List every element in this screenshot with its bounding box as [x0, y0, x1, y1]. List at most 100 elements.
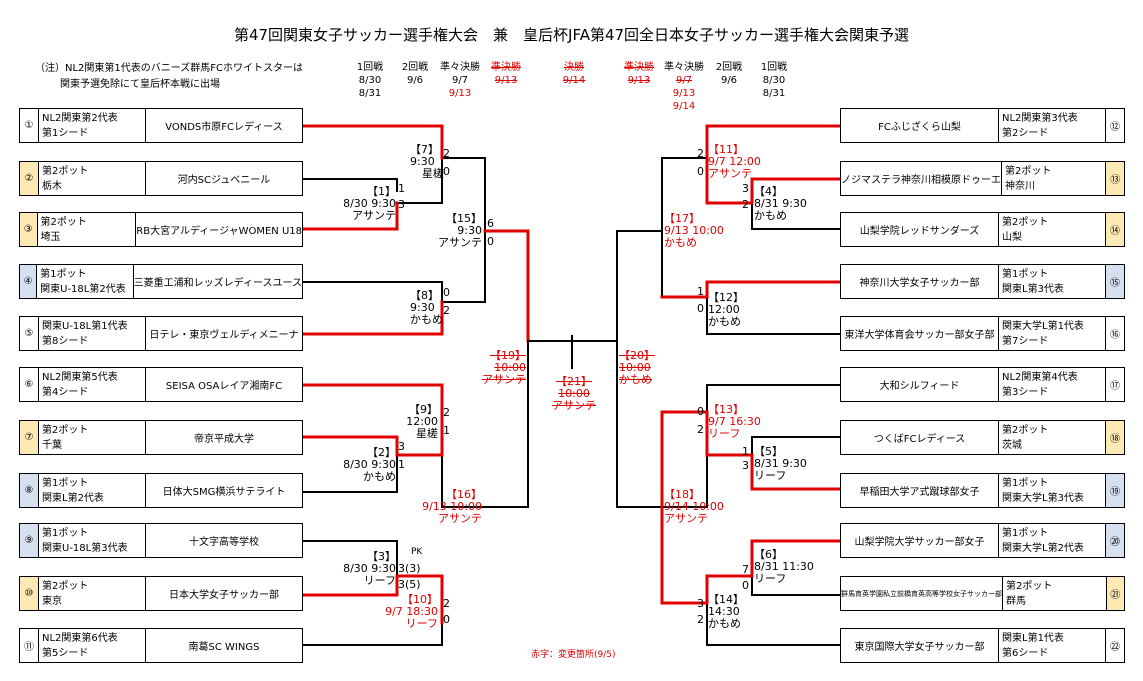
bracket-lines-red	[301, 124, 530, 625]
team-name: 日体大SMG横浜サテライト	[162, 487, 286, 498]
team-qualification: 第2ポット埼玉	[38, 213, 137, 246]
team-name: 日テレ・東京ヴェルディメニーナ	[149, 330, 299, 341]
score: 2	[443, 304, 450, 317]
team-name: 早稲田大学ア式蹴球部女子	[841, 474, 999, 507]
score: 0	[742, 579, 749, 592]
team-qualification: 関東大学L第1代表第7シード	[999, 317, 1106, 350]
team-name: 神奈川大学女子サッカー部	[841, 265, 999, 298]
team-name: SEISA OSAレイア湘南FC	[165, 381, 283, 392]
team-seed-number: ①	[20, 109, 39, 142]
team-name: 十文字高等学校	[189, 537, 259, 548]
team-name: 河内SCジュベニール	[177, 175, 271, 186]
note-line-2: 関東予選免除にて皇后杯本戦に出場	[60, 79, 220, 90]
page-title: 第47回関東女子サッカー選手権大会 兼 皇后杯JFA第47回全日本女子サッカー選…	[233, 26, 910, 44]
team-qualification: 第2ポット東京	[39, 577, 146, 610]
score: 3	[742, 459, 749, 472]
team-name: VONDS市原FCレディース	[165, 122, 283, 133]
score: 7	[742, 563, 749, 576]
score: 0	[443, 165, 450, 178]
score: 3	[398, 198, 405, 211]
team-seed-number: ⑪	[20, 629, 39, 662]
team-seed-number: ⑮	[1106, 265, 1124, 298]
team-seed-number: ③	[20, 213, 38, 246]
team-qualification: 第1ポット関東L第3代表	[999, 265, 1106, 298]
team-seed-number: ⑳	[1106, 524, 1124, 557]
score: 1	[398, 458, 405, 471]
score: 2	[443, 147, 450, 160]
team-name: 山梨学院大学サッカー部女子	[841, 524, 999, 557]
score: 0	[697, 165, 704, 178]
team-seed-number: ⑥	[20, 368, 39, 401]
team-name: RB大宮アルディージャWOMEN U18	[136, 226, 302, 237]
team-qualification: NL2関東第6代表第5シード	[39, 629, 146, 662]
team-qualification: 第2ポット神奈川	[1002, 162, 1107, 195]
team-seed-number: ④	[20, 265, 38, 298]
team-qualification: NL2関東第2代表第1シード	[39, 109, 146, 142]
team-name: FCふじざくら山梨	[841, 109, 999, 142]
team-name: つくばFCレディース	[841, 421, 999, 454]
team-seed-number: ⑨	[20, 524, 39, 557]
team-seed-number: ⑰	[1110, 381, 1120, 392]
team-seed-number: ⑩	[20, 577, 39, 610]
team-name: 南葛SC WINGS	[188, 642, 260, 653]
score: 3(3)	[398, 562, 421, 575]
team-name: 東京国際大学女子サッカー部	[841, 629, 999, 662]
score: 2	[697, 613, 704, 626]
team-qualification: 第2ポット山梨	[999, 213, 1106, 246]
score: 3(5)	[398, 578, 421, 591]
team-seed-number: ②	[20, 162, 39, 195]
score: 1	[697, 285, 704, 298]
team-name: 帝京平成大学	[194, 434, 254, 445]
pk-label: PK	[411, 547, 423, 557]
team-qualification: 第1ポット関東U-18L第3代表	[39, 524, 146, 557]
team-seed-number: ㉒	[1110, 642, 1120, 653]
score: 1	[443, 424, 450, 437]
score: 2	[443, 597, 450, 610]
team-qualification: 第1ポット関東U-18L第2代表	[37, 265, 134, 298]
score: 1	[742, 445, 749, 458]
score: 0	[443, 286, 450, 299]
score: 0	[443, 613, 450, 626]
score: 3	[398, 440, 405, 453]
team-seed-number: ㉑	[1106, 577, 1124, 610]
team-qualification: 第2ポット千葉	[39, 421, 146, 454]
